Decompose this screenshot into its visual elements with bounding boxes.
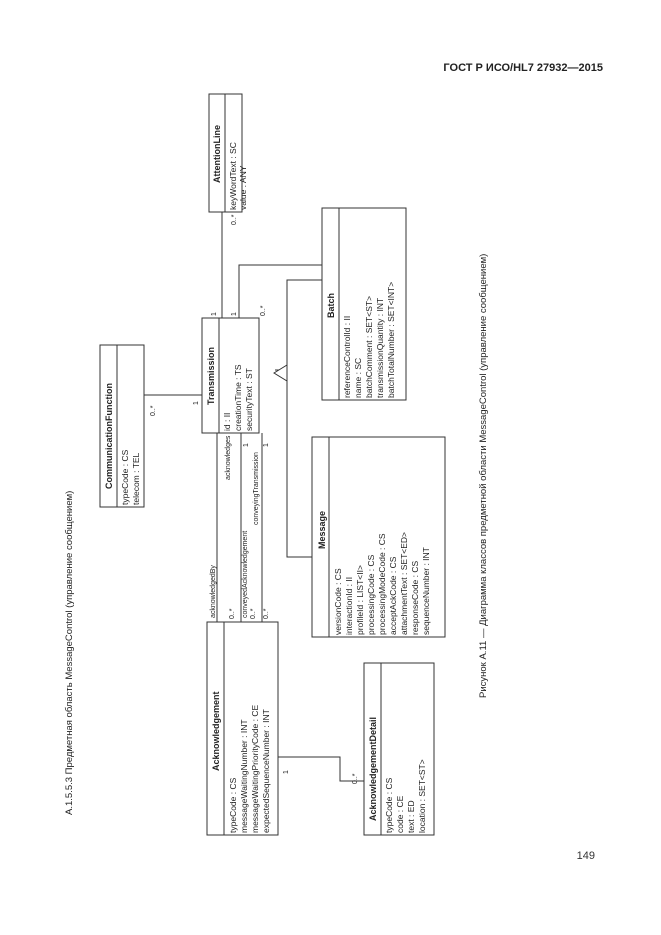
role-label: acknowledges (225, 435, 232, 480)
class-attribute: typeCode : CS (384, 777, 394, 833)
class-attribute: code : CE (395, 795, 405, 833)
multiplicity-label: 1 (193, 401, 200, 405)
class-attribute: interactionId : II (344, 577, 354, 635)
class-name: Message (317, 511, 327, 549)
class-attribute: batchTotalNumber : SET<INT> (386, 282, 396, 398)
class-acknowledgement[interactable]: Acknowledgement typeCode : CS messageWai… (206, 621, 279, 836)
class-attribute: versionCode : CS (333, 568, 343, 635)
multiplicity-label: 1 (263, 443, 270, 447)
multiplicity-label: 1 (231, 312, 238, 316)
class-attribute: id : II (222, 413, 232, 431)
class-attention-line[interactable]: AttentionLine keyWordText : SC value : A… (208, 93, 248, 213)
class-attribute: referenceControlId : II (342, 316, 352, 398)
class-attribute: sequenceNumber : INT (421, 547, 431, 635)
class-batch[interactable]: Batch referenceControlId : II name : SC … (321, 207, 407, 401)
association-labels: 0..* 1 0..* 1 1 0..* acknowledgedBy ackn… (150, 214, 359, 784)
class-acknowledgement-detail[interactable]: AcknowledgementDetail typeCode : CS code… (363, 662, 435, 836)
document-header: ГОСТ Р ИСО/HL7 27932—2015 (443, 62, 603, 74)
class-name: Transmission (206, 347, 216, 405)
class-name: CommunicationFunction (104, 383, 114, 489)
class-attribute: batchComment : SET<ST> (364, 296, 374, 398)
class-attribute: keyWordText : SC (228, 142, 238, 210)
class-name: Acknowledgement (211, 691, 221, 771)
multiplicity-label: 0..* (260, 305, 267, 316)
section-title: А.1.5.5.3 Предметная область MessageCont… (64, 491, 75, 815)
class-attribute: responseCode : CS (410, 560, 420, 635)
class-attribute: location : SET<ST> (417, 759, 427, 833)
class-name: AcknowledgementDetail (368, 717, 378, 821)
class-communication-function[interactable]: CommunicationFunction typeCode : CS tele… (99, 344, 145, 508)
figure-caption: Рисунок А.11 — Диаграмма классов предмет… (478, 254, 489, 698)
role-label: acknowledgedBy (210, 565, 217, 618)
role-label: conveyingTransmission (253, 452, 260, 525)
class-attribute: typeCode : CS (120, 449, 130, 505)
page-number: 149 (576, 850, 595, 862)
class-attribute: name : SC (353, 358, 363, 398)
multiplicity-label: 0..* (150, 405, 157, 416)
class-attribute: expectedSequenceNumber : INT (261, 709, 271, 833)
class-attribute: messageWaitingNumber : INT (239, 719, 249, 833)
multiplicity-label: 0..* (229, 608, 236, 619)
class-attribute: typeCode : CS (228, 777, 238, 833)
class-name: AttentionLine (212, 125, 222, 183)
class-attribute: messageWaitingPriorityCode : CE (250, 704, 260, 833)
class-attribute: transmissionQuantity : INT (375, 298, 385, 398)
class-attribute: text : ED (406, 800, 416, 833)
class-attribute: processingCode : CS (366, 554, 376, 635)
class-attribute: creationTime : TS (233, 364, 243, 431)
class-attribute: telecom : TEL (131, 452, 141, 505)
multiplicity-label: 0..* (231, 214, 238, 225)
multiplicity-label: 1 (283, 770, 290, 774)
role-label: conveyedAcknowledgement (242, 531, 249, 618)
multiplicity-label: 1 (211, 312, 218, 316)
class-attribute: value : ANY (238, 165, 248, 210)
class-transmission[interactable]: Transmission id : II creationTime : TS s… (201, 317, 260, 434)
class-attribute: acceptAckCode : CS (388, 556, 398, 635)
class-attribute: profileId : LIST<II> (355, 565, 365, 635)
class-attribute: securityText : ST (244, 368, 254, 431)
class-name: Batch (326, 293, 336, 318)
class-attribute: processingModeCode : CS (377, 533, 387, 635)
class-message[interactable]: Message versionCode : CS interactionId :… (311, 436, 446, 638)
multiplicity-label: 0..* (352, 773, 359, 784)
multiplicity-label: 0..* (250, 608, 257, 619)
multiplicity-label: 1 (243, 443, 250, 447)
generalization-arrow (273, 364, 288, 382)
multiplicity-label: 0..* (263, 608, 270, 619)
class-attribute: attachmentText : SET<ED> (399, 532, 409, 635)
